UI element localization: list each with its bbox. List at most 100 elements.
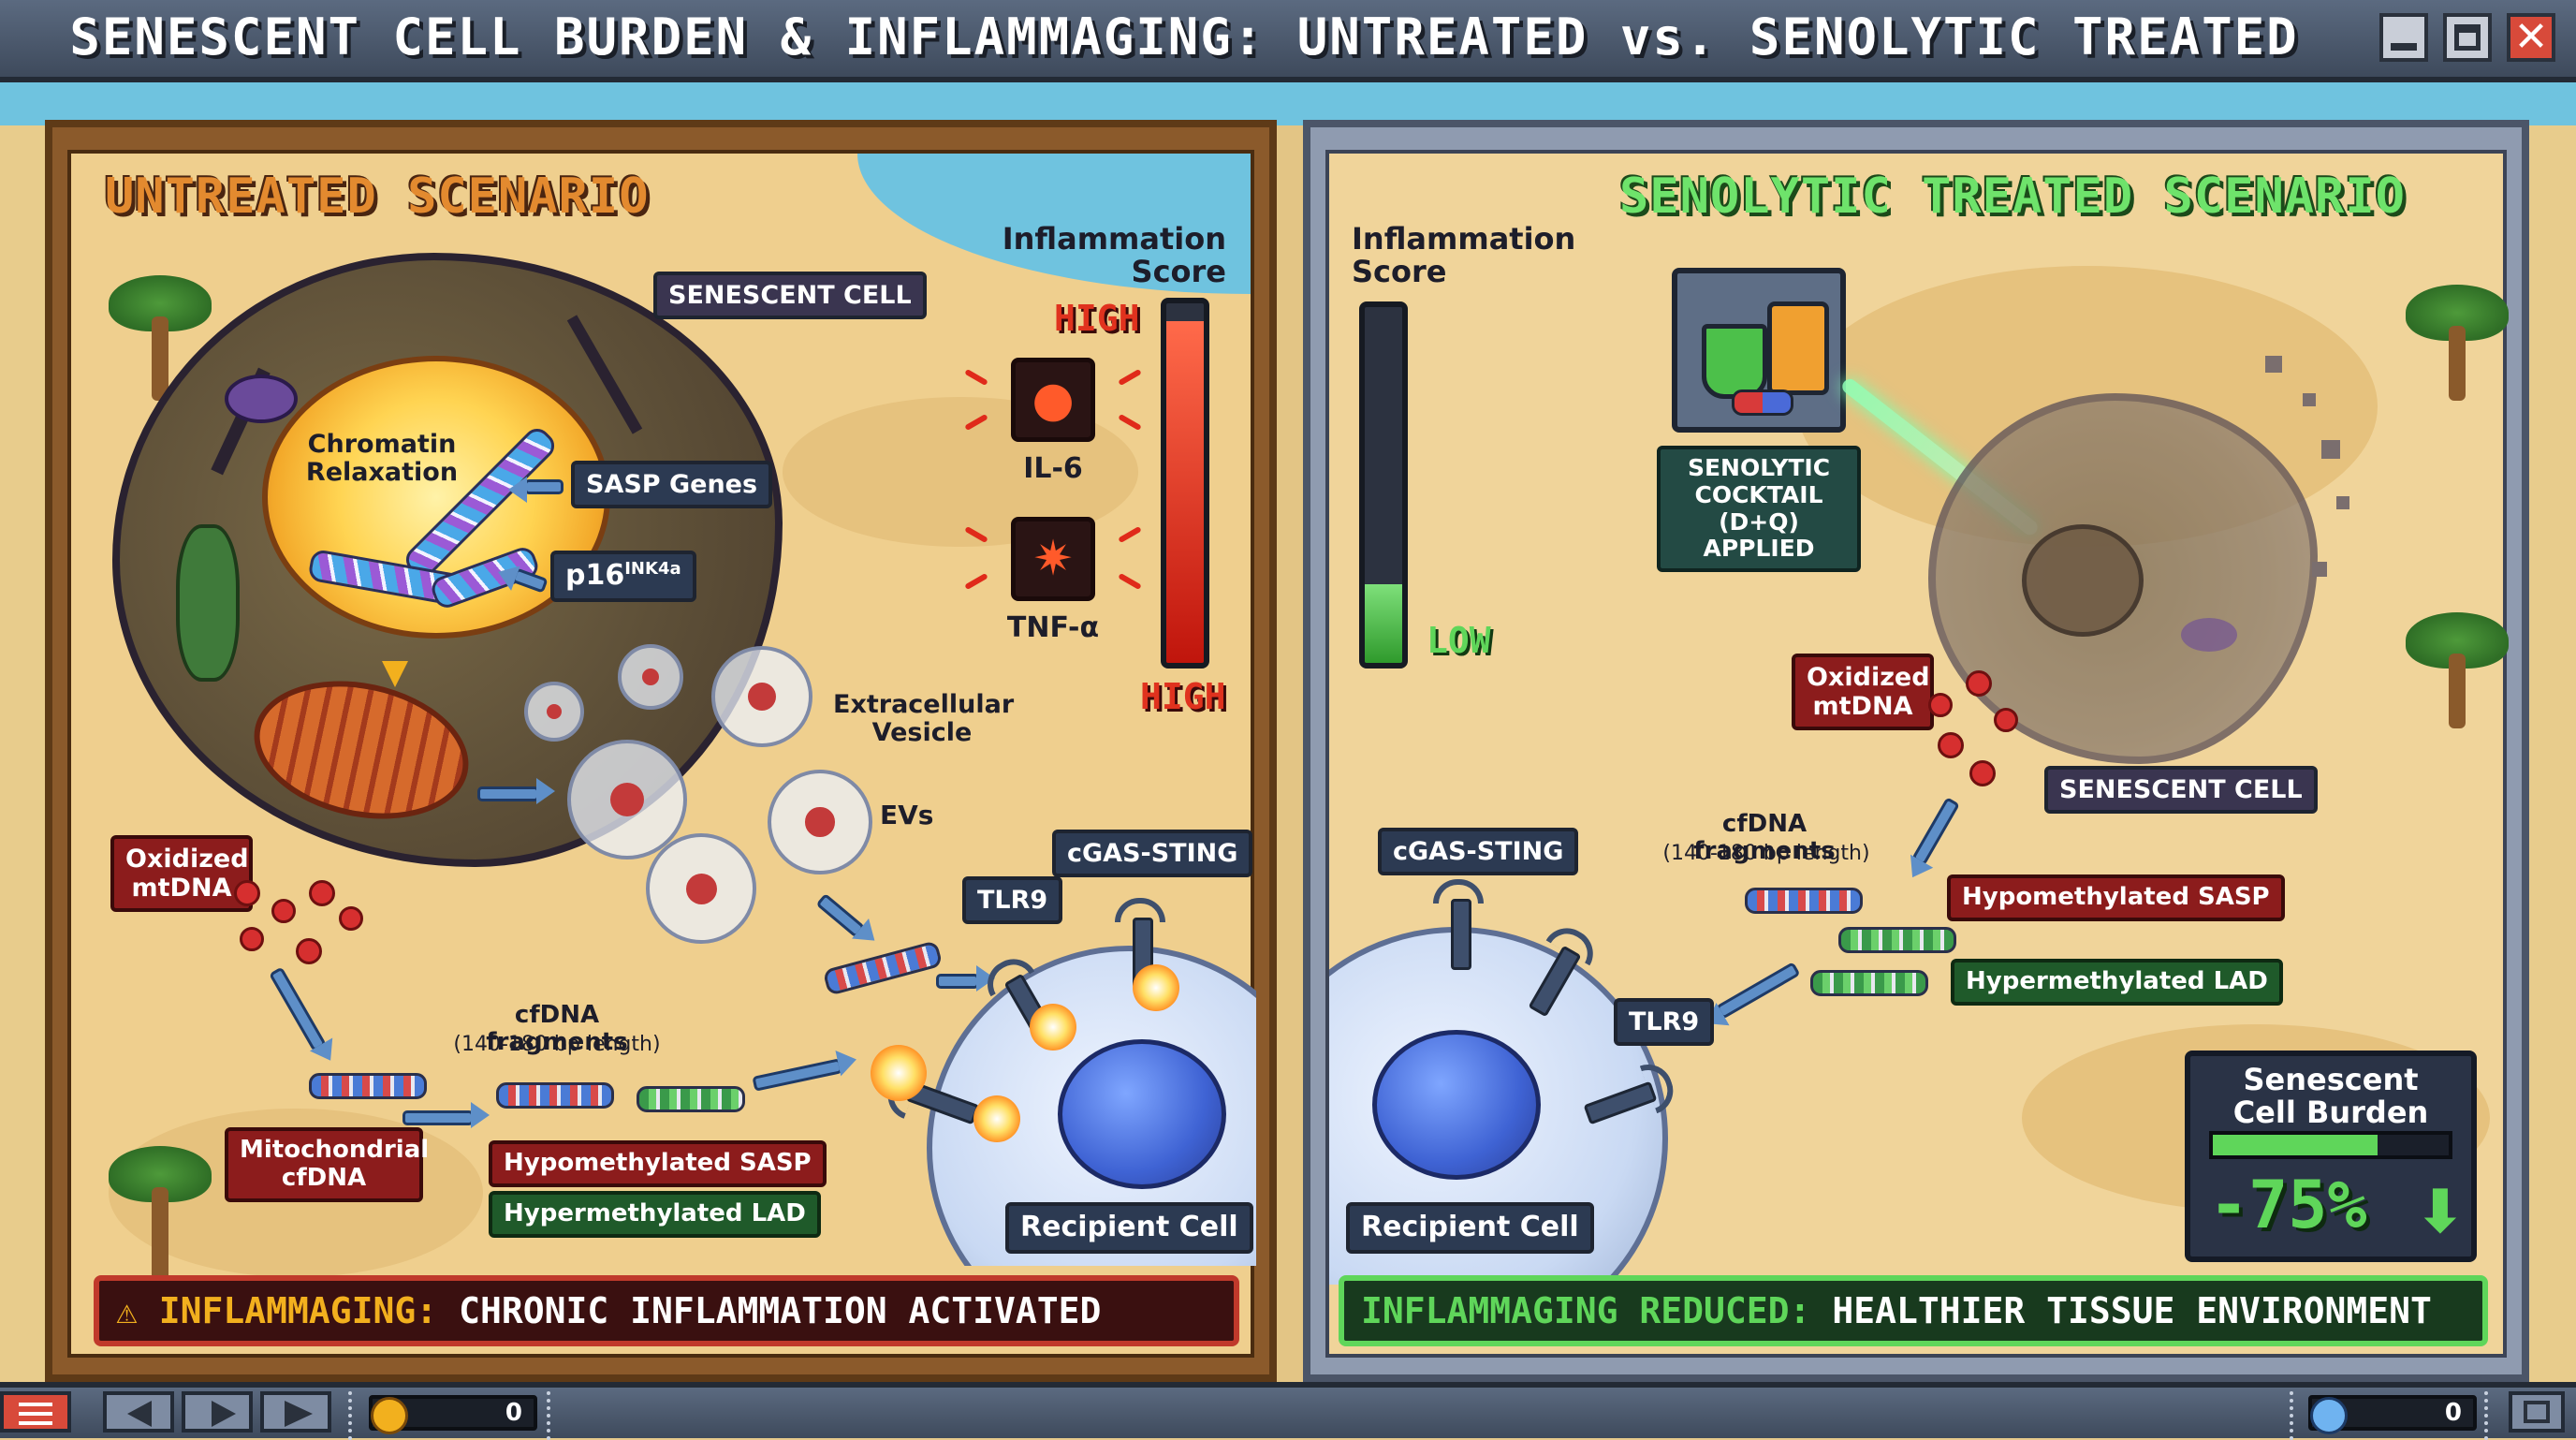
arrow-icon	[936, 965, 995, 992]
gauge-bottom-word: HIGH	[1140, 676, 1226, 717]
bottom-toolbar: 0 0	[0, 1382, 2576, 1440]
mtdna-particle	[1969, 760, 1996, 786]
down-arrow-icon: ⬇	[2415, 1178, 2466, 1247]
burden-bar	[2209, 1131, 2452, 1159]
extracellular-vesicle	[768, 770, 872, 874]
toolbar-divider	[2484, 1391, 2492, 1440]
cell-debris	[2312, 562, 2327, 577]
gauge-low-word: LOW	[1427, 620, 1491, 661]
chromatin-relaxation-label: Chromatin Relaxation	[305, 430, 459, 487]
toolbar-divider	[547, 1391, 554, 1440]
cgas-sting-receptor	[1433, 879, 1484, 970]
il6-label: IL-6	[1023, 452, 1083, 485]
mitochondrial-cfdna-tag: Mitochondrial cfDNA	[225, 1127, 429, 1202]
close-button[interactable]: ✕	[2507, 13, 2555, 62]
recipient-nucleus	[1058, 1039, 1226, 1189]
time-count: 0	[2444, 1399, 2462, 1427]
minimize-button[interactable]	[2379, 13, 2428, 62]
menu-button[interactable]	[0, 1391, 71, 1433]
extracellular-vesicle-label: Extracellular Vesicle	[833, 690, 1015, 747]
time-counter: 0	[2308, 1395, 2477, 1434]
oxidized-mtdna-tag: Oxidized mtDNA	[110, 835, 253, 913]
cfdna-length-label: (140-180 bp length)	[1662, 842, 1870, 865]
palm-tree	[2406, 612, 2509, 728]
cell-debris	[2265, 356, 2282, 373]
clock-icon	[2310, 1397, 2348, 1434]
mtdna-particle	[240, 927, 264, 951]
palm-tree	[109, 275, 212, 401]
hypermethylated-lad-tag: Hypermethylated LAD	[489, 1191, 821, 1238]
oxidized-mtdna-label: Oxidized mtDNA	[125, 845, 249, 904]
extracellular-vesicle	[646, 833, 756, 944]
vesicle	[567, 740, 687, 860]
senolytic-cocktail-tag: SENOLYTIC COCKTAIL (D+Q) APPLIED	[1657, 446, 1861, 572]
gauge-top-word: HIGH	[1054, 298, 1140, 339]
coin-counter: 0	[369, 1395, 537, 1434]
inflammation-score-label: Inflammation Score	[1352, 221, 1576, 290]
cfdna-fragments-label: cfDNA fragments	[1693, 810, 1836, 865]
cfdna-fragment	[637, 1086, 745, 1112]
activation-spark	[1030, 1004, 1076, 1051]
tnf-alpha-label: TNF-α	[1006, 611, 1100, 644]
rewind-button[interactable]	[103, 1391, 174, 1433]
senescent-cell-tag: SENESCENT CELL	[2044, 766, 2318, 815]
il6-cytokine-icon: ●	[1011, 358, 1095, 442]
capsule-icon	[1732, 389, 1793, 416]
vacuole	[2181, 618, 2237, 652]
untreated-banner: ⚠ INFLAMMAGING: CHRONIC INFLAMMATION ACT…	[94, 1275, 1239, 1346]
minimize-icon	[2391, 43, 2417, 51]
left-sand	[0, 125, 45, 1382]
banner-text: CHRONIC INFLAMMATION ACTIVATED	[437, 1290, 1102, 1331]
banner-text: HEALTHIER TISSUE ENVIRONMENT	[1810, 1290, 2432, 1331]
arrow-icon	[477, 778, 555, 804]
play-button[interactable]	[182, 1391, 253, 1433]
senescent-cell-tag: SENESCENT CELL	[653, 272, 927, 320]
banner-prefix: INFLAMMAGING:	[158, 1290, 438, 1331]
activation-spark	[973, 1095, 1020, 1142]
degraded-nucleus	[2022, 524, 2144, 637]
cell-debris	[2336, 496, 2349, 509]
cfdna-length-label: (140-180 bp length)	[453, 1033, 661, 1056]
oxidized-mtdna-label: Oxidized mtDNA	[1807, 663, 1930, 722]
p16-label: p16	[565, 559, 625, 592]
fast-forward-button[interactable]	[260, 1391, 331, 1433]
fullscreen-button[interactable]	[2509, 1391, 2565, 1433]
vesicle	[618, 644, 683, 710]
right-sand	[2529, 125, 2576, 1382]
mtdna-particle	[296, 938, 322, 964]
p16-tag: p16INK4a	[550, 551, 696, 602]
cfdna-fragment	[1745, 888, 1863, 914]
hypomethylated-sasp-tag: Hypomethylated SASP	[1947, 874, 2285, 921]
hypomethylated-sasp-tag: Hypomethylated SASP	[489, 1140, 827, 1187]
recipient-cell-tag: Recipient Cell	[1005, 1202, 1253, 1254]
cell-debris	[2303, 393, 2316, 406]
vacuole	[225, 375, 298, 423]
activation-spark	[1133, 964, 1179, 1011]
maximize-icon	[2454, 24, 2481, 51]
mtdna-particle	[309, 880, 335, 906]
cfdna-fragment	[309, 1073, 427, 1099]
inflammation-gauge-fill	[1166, 321, 1204, 663]
droplet-icon: ●	[1032, 372, 1075, 428]
toolbar-divider	[2290, 1391, 2297, 1440]
close-icon: ✕	[2513, 13, 2549, 61]
recipient-nucleus	[1372, 1030, 1541, 1180]
coin-count: 0	[505, 1399, 522, 1427]
mtdna-particle	[339, 906, 363, 931]
mtdna-particle	[234, 880, 260, 906]
fullscreen-icon	[2524, 1401, 2550, 1423]
er-organelle	[176, 524, 240, 682]
maximize-button[interactable]	[2443, 13, 2492, 62]
palm-tree	[109, 1146, 212, 1290]
sea-strip	[0, 82, 2576, 125]
senolytic-cocktail-icon[interactable]	[1672, 268, 1846, 433]
mtdna-particle	[1938, 732, 1964, 758]
play-icon	[212, 1401, 236, 1427]
arrow-icon	[402, 1102, 490, 1128]
mtdna-particle	[1994, 708, 2018, 732]
burst-icon: ✷	[1032, 531, 1074, 587]
inflammation-gauge	[1359, 301, 1408, 669]
tlr9-tag: TLR9	[962, 876, 1063, 925]
burden-value: -75%	[2209, 1167, 2367, 1243]
burden-bar-fill	[2213, 1135, 2378, 1155]
